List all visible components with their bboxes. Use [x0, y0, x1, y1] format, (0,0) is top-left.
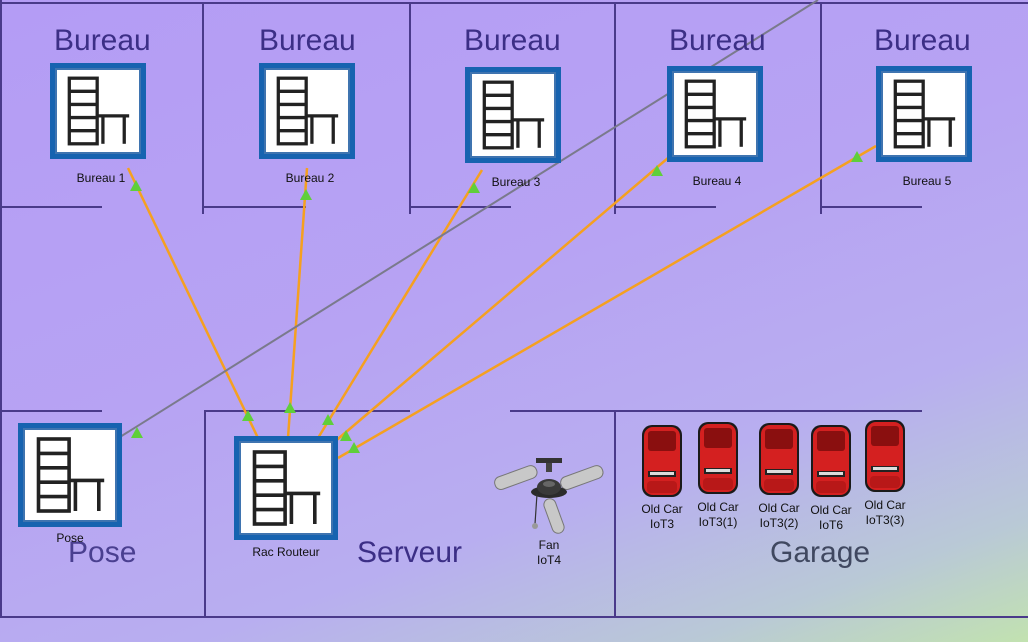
- device-bureau-2[interactable]: [259, 63, 355, 159]
- wall: [820, 2, 822, 214]
- link-light: [284, 402, 296, 413]
- device-label-bureau-3: Bureau 3: [491, 175, 541, 189]
- wall: [510, 410, 614, 412]
- wall: [204, 206, 306, 208]
- old-car-icon: [811, 425, 851, 497]
- wall: [204, 410, 410, 412]
- office-rack-icon: [276, 76, 339, 146]
- iot-label-car-3-line1: Old Car: [758, 501, 800, 515]
- room-label-pose: Pose: [68, 536, 137, 569]
- link-light: [348, 442, 360, 453]
- old-car-iot6[interactable]: [810, 423, 852, 499]
- wall: [614, 410, 922, 412]
- link-light: [130, 180, 142, 191]
- old-car-iot3-3[interactable]: [864, 418, 906, 494]
- link-light: [340, 430, 352, 441]
- room-label-serveur: Serveur: [357, 536, 463, 569]
- iot-label-car-1-line2: IoT3: [649, 517, 674, 531]
- old-car-icon: [698, 422, 738, 494]
- wall: [0, 410, 102, 412]
- wall: [409, 2, 411, 214]
- wall: [0, 206, 102, 208]
- office-rack-icon: [893, 79, 956, 149]
- cable-bureau1-router[interactable]: [126, 167, 260, 439]
- office-rack-icon: [482, 80, 545, 150]
- device-label-bureau-1: Bureau 1: [76, 171, 126, 185]
- link-light: [322, 414, 334, 425]
- office-rack-icon: [67, 76, 130, 146]
- link-light: [468, 182, 480, 193]
- device-bureau-5[interactable]: [876, 66, 972, 162]
- device-bureau-1[interactable]: [50, 63, 146, 159]
- iot-label-car-4: Old Car IoT6: [801, 503, 861, 533]
- cable-bureau2-router[interactable]: [286, 167, 309, 439]
- iot-label-car-1-line1: Old Car: [641, 502, 683, 516]
- device-label-pose: Pose: [56, 531, 84, 545]
- wall: [0, 0, 2, 618]
- old-car-iot3-1[interactable]: [697, 420, 739, 496]
- room-label-bureau-1: Bureau: [54, 24, 151, 57]
- link-light: [242, 410, 254, 421]
- room-label-bureau-5: Bureau: [874, 24, 971, 57]
- wall: [411, 206, 511, 208]
- cable-bureau5-router[interactable]: [337, 144, 877, 460]
- cable-bureau4-router[interactable]: [331, 157, 669, 445]
- iot-label-fan-line2: IoT4: [536, 553, 561, 567]
- old-car-iot3-2[interactable]: [758, 421, 800, 497]
- old-car-iot3[interactable]: [641, 423, 683, 499]
- room-label-bureau-3: Bureau: [464, 24, 561, 57]
- room-label-garage: Garage: [770, 536, 871, 569]
- iot-label-car-2-line2: IoT3(1): [698, 515, 738, 529]
- link-light: [131, 427, 143, 438]
- wall: [0, 616, 1028, 618]
- link-light: [300, 189, 312, 200]
- old-car-icon: [759, 423, 799, 495]
- room-label-bureau-4: Bureau: [669, 24, 766, 57]
- ceiling-fan-icon[interactable]: [492, 456, 606, 534]
- old-car-icon: [865, 420, 905, 492]
- iot-label-car-4-line2: IoT6: [818, 518, 843, 532]
- iot-label-car-2-line1: Old Car: [697, 500, 739, 514]
- iot-label-fan: Fan IoT4: [522, 538, 576, 568]
- link-lights: [130, 151, 863, 453]
- iot-label-car-4-line1: Old Car: [810, 503, 852, 517]
- device-label-bureau-2: Bureau 2: [285, 171, 335, 185]
- device-label-rac-routeur: Rac Routeur: [252, 545, 320, 559]
- iot-label-car-5-line2: IoT3(3): [865, 513, 905, 527]
- old-car-icon: [642, 425, 682, 497]
- iot-label-car-5: Old Car IoT3(3): [855, 498, 915, 528]
- iot-label-car-1: Old Car IoT3: [632, 502, 692, 532]
- device-pose[interactable]: [18, 423, 122, 527]
- wall: [614, 410, 616, 618]
- link-light: [851, 151, 863, 162]
- wall: [822, 206, 922, 208]
- cable-bureau3-router[interactable]: [316, 169, 484, 439]
- iot-label-car-2: Old Car IoT3(1): [688, 500, 748, 530]
- office-rack-icon: [684, 79, 747, 149]
- iot-label-fan-line1: Fan: [538, 538, 560, 552]
- iot-label-car-3: Old Car IoT3(2): [749, 501, 809, 531]
- wall: [204, 410, 206, 618]
- office-rack-icon: [36, 437, 105, 513]
- device-bureau-3[interactable]: [465, 67, 561, 163]
- link-light: [651, 165, 663, 176]
- wall: [614, 2, 616, 214]
- office-rack-icon: [252, 450, 321, 526]
- wall: [0, 2, 1028, 4]
- wall: [202, 2, 204, 214]
- device-label-bureau-5: Bureau 5: [902, 174, 952, 188]
- device-label-bureau-4: Bureau 4: [692, 174, 742, 188]
- iot-label-car-5-line1: Old Car: [864, 498, 906, 512]
- device-rac-routeur[interactable]: [234, 436, 338, 540]
- device-bureau-4[interactable]: [667, 66, 763, 162]
- iot-label-car-3-line2: IoT3(2): [759, 516, 799, 530]
- wall: [616, 206, 716, 208]
- room-label-bureau-2: Bureau: [259, 24, 356, 57]
